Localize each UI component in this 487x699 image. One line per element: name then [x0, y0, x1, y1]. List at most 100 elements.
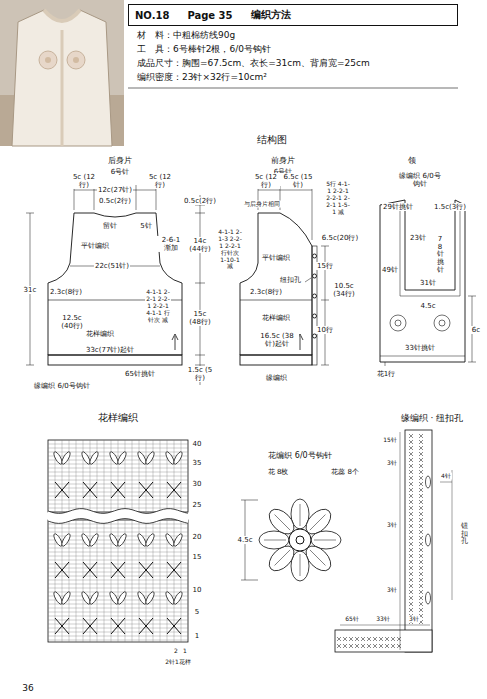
pattern-label: 5c (12行): [146, 173, 174, 189]
pattern-label: 14c (44行): [186, 237, 214, 253]
pattern-label: 5针: [139, 222, 152, 230]
pattern-label: 5: [194, 608, 200, 616]
pattern-label: 35: [192, 459, 203, 467]
pattern-label: 6.5c (15针): [281, 173, 315, 189]
pattern-label: 材 料：中粗棉纺线90g: [136, 30, 236, 40]
collar-border-diagram: [380, 200, 476, 366]
pattern-label: 后身片: [107, 156, 133, 165]
pattern-label: 20: [192, 533, 203, 541]
pattern-label: 25: [192, 501, 203, 509]
pattern-label: 2: [173, 648, 179, 655]
pattern-label: 3针: [386, 587, 398, 594]
pattern-label: 平针编织: [80, 242, 110, 250]
chart-break: [48, 509, 188, 524]
pattern-label: 花样编织: [85, 330, 115, 338]
pattern-label: 3针: [408, 616, 420, 623]
pattern-label: 与后身片相同: [243, 201, 281, 208]
pattern-label: 10.5c (34行): [327, 282, 361, 298]
pattern-label: 12c(27针): [97, 186, 133, 194]
crochet-flower: [259, 499, 341, 581]
pattern-label: 花蕊 8个: [330, 468, 360, 476]
pattern-label: 2-6-1 渐加: [157, 236, 185, 252]
pattern-label: 33c(77针)起针: [85, 346, 135, 354]
pattern-label: 6号针: [110, 168, 130, 176]
pattern-label: 2针1花样: [164, 659, 192, 666]
pattern-label: 31针: [419, 279, 437, 287]
pattern-label: 2.3c(8行): [49, 288, 83, 296]
pattern-label: 5c (12行): [70, 173, 98, 189]
pattern-label: 4.5c: [237, 536, 254, 544]
pattern-label: 49针: [381, 266, 399, 274]
pattern-label: 留针: [102, 222, 118, 230]
pattern-label: 6.5c(20行): [321, 234, 359, 242]
pattern-label: 前身片: [270, 156, 296, 165]
pattern-label: 15: [192, 553, 203, 561]
header-box: NO.18 Page 35 编织方法: [128, 4, 458, 26]
pattern-label: 编织密度：23针×32行=10cm²: [136, 72, 268, 82]
pattern-label: 2.3c(8行): [249, 288, 283, 296]
pattern-label: 花 8枚: [267, 468, 290, 476]
pattern-label: 缘编织: [265, 374, 288, 382]
pattern-label: 1: [182, 648, 188, 655]
pattern-label: 40: [192, 440, 203, 448]
pattern-label: 花样编织: [97, 412, 139, 424]
pattern-label: 3针: [386, 460, 398, 467]
pattern-label: 15行: [316, 262, 334, 270]
pattern-label: 花1行: [376, 370, 396, 378]
pattern-label: 4.5c: [420, 302, 437, 310]
edging-stitches: [337, 434, 431, 648]
pattern-label: 工 具：6号棒针2根，6/0号钩针: [136, 44, 272, 54]
pattern-label: 15c (48行): [186, 310, 214, 326]
pattern-label: 0.5c(2行): [183, 197, 217, 205]
pattern-label: 31c: [23, 286, 38, 294]
chart-grid: [48, 440, 188, 512]
pattern-label: 0.5c(2行): [98, 197, 132, 205]
pattern-label: 平针编织: [261, 254, 291, 262]
flower-motif: [390, 315, 450, 331]
pattern-label: 钮扣孔: [460, 523, 469, 546]
pattern-label: 1.5c (5行): [186, 366, 214, 382]
chart-grid: [48, 520, 188, 642]
pattern-label: 结构图: [256, 134, 288, 146]
chart-break-line: [48, 509, 188, 514]
pattern-label: 22c(51针): [94, 262, 130, 270]
header-text: Page 35: [187, 10, 232, 21]
pattern-label: 33针: [375, 616, 391, 623]
pattern-label: 缘编织 6/0号钩针: [33, 382, 91, 390]
pattern-label: 4针: [440, 473, 452, 480]
chart-break-line: [48, 519, 188, 524]
pattern-label: 花样编织: [261, 314, 291, 322]
pattern-label: 16.5c (38针)起针: [255, 332, 299, 348]
pattern-label: 缘编织 6/0号钩针: [397, 172, 443, 188]
pattern-label: 65针挑针: [124, 370, 156, 378]
header-text: 编织方法: [251, 8, 291, 22]
pattern-label: 65针: [344, 616, 360, 623]
pattern-label: 33针挑针: [404, 344, 436, 352]
pattern-label: 29针挑针: [382, 203, 414, 211]
pattern-label: 30: [192, 480, 203, 488]
vest-photo: [0, 0, 124, 146]
pattern-label: 6c: [471, 326, 481, 334]
edging-strip: [335, 430, 452, 652]
back-piece: [26, 185, 205, 385]
pattern-label: 15针: [382, 437, 398, 444]
pattern-label: 3针: [386, 522, 398, 529]
pattern-label: 4-1-1 2-1-3 2-2-1 2-2-1 行针次 1-10-1 减: [217, 229, 243, 270]
pattern-label: 1: [194, 632, 200, 640]
pattern-label: 5行 4-1-1 2-2-1 2-2-1 2-2-1 1-5-1 减: [325, 181, 351, 215]
pattern-label: 23针: [409, 234, 427, 242]
header-text: NO.18: [135, 10, 169, 21]
pattern-label: 花编织 6/0号钩针: [267, 451, 332, 460]
pattern-label: 12.5c (40行): [56, 314, 88, 330]
pattern-label: 1.5c(3行): [433, 203, 467, 211]
pattern-label: 纽扣孔: [279, 276, 302, 284]
pattern-label: 10行: [316, 326, 334, 334]
pattern-label: 4-1-1 2-2-1 2-2-1 2-2-1 4-1-1 行针次 减: [145, 289, 171, 323]
pattern-label: 成品尺寸：胸围=67.5cm、衣长=31cm、背肩宽=25cm: [136, 58, 371, 68]
pattern-label: 10: [192, 586, 203, 594]
pattern-label: 领: [407, 156, 417, 165]
pattern-label: 78针挑针: [436, 236, 445, 274]
pattern-label: 36: [21, 683, 34, 693]
front-piece: [240, 186, 329, 365]
